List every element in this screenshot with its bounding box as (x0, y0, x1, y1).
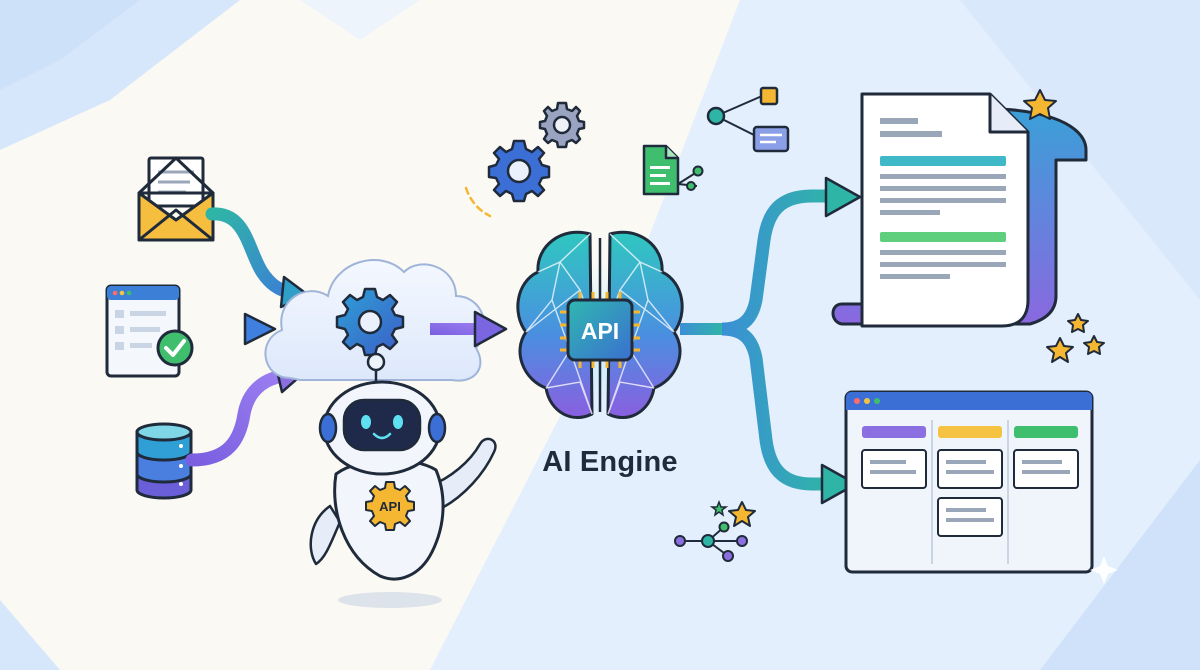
email-envelope-icon (137, 156, 215, 242)
arrow-email-to-cloud (205, 207, 299, 300)
arrow-database-to-cloud (185, 369, 289, 467)
sparkle-icon (1090, 556, 1118, 584)
robot-badge-label: API (379, 499, 401, 514)
network-graph-icon (674, 521, 748, 562)
document-report-icon (831, 92, 1088, 328)
input-arrows (185, 207, 310, 467)
database-icon (135, 422, 193, 500)
gears-icon (464, 101, 586, 218)
small-star-outline-icon (709, 499, 729, 517)
spreadsheet-file-icon (642, 144, 704, 196)
api-chip: API (560, 292, 640, 368)
workflow-nodes-icon (706, 86, 790, 153)
checkmark-icon (156, 329, 194, 367)
chip-label: API (581, 318, 619, 344)
robot-mascot-icon: API (309, 352, 497, 608)
arrow-cloud-to-engine (430, 310, 508, 348)
api-badge: API (365, 481, 415, 531)
form-checklist-icon (105, 284, 194, 378)
gear-icon (335, 287, 405, 357)
output-arrows (680, 176, 862, 505)
cloud-processing (264, 259, 486, 382)
kanban-board-icon (844, 390, 1094, 574)
star-icon (728, 89, 1105, 527)
ai-engine-label: AI Engine (542, 446, 678, 478)
